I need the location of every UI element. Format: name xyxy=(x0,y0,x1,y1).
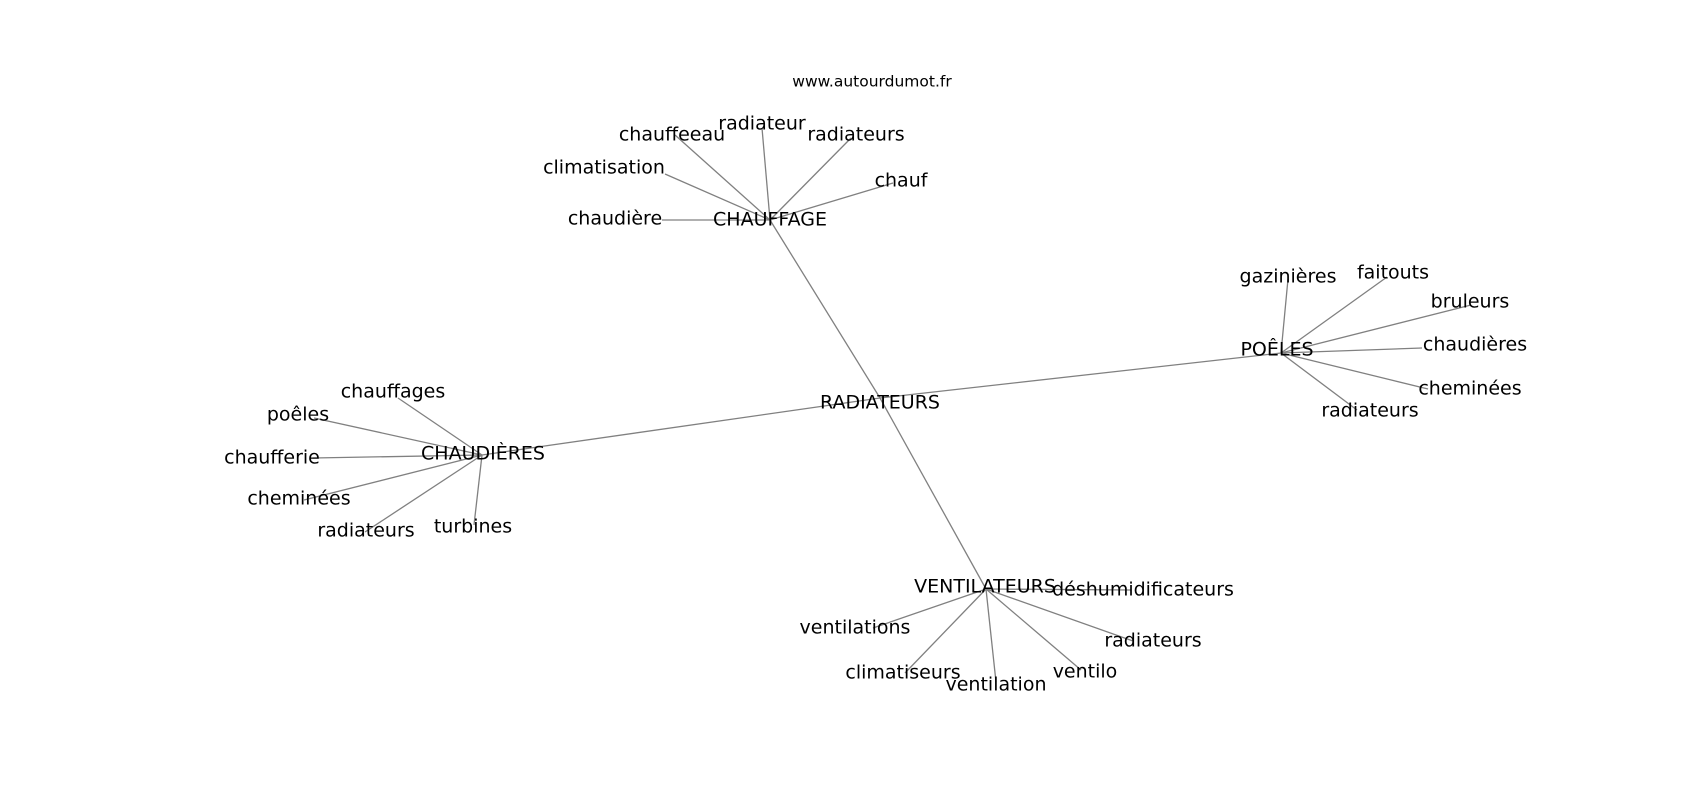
edge-poeles-to-leaf xyxy=(1280,276,1388,354)
edge-ventilateurs-to-leaf xyxy=(872,588,987,629)
edge-chaudieres-to-leaf xyxy=(313,417,483,456)
hub-node-chaudieres: CHAUDIÈRES xyxy=(421,442,545,465)
leaf-node-ventilateurs: ventilation xyxy=(945,674,1046,696)
leaf-node-poeles: faitouts xyxy=(1357,262,1429,284)
edge-chaudieres-to-leaf xyxy=(364,454,483,533)
graph-labels: www.autourdumot.fr RADIATEURS CHAUFFAGE ch… xyxy=(224,73,1527,696)
leaf-node-chauffage: radiateurs xyxy=(807,124,904,146)
leaf-node-chaudieres: turbines xyxy=(434,516,512,538)
leaf-node-ventilateurs: déshumidificateurs xyxy=(1052,579,1234,601)
leaf-node-ventilateurs: ventilations xyxy=(800,617,911,639)
leaf-node-chaudieres: poêles xyxy=(267,404,329,426)
leaf-node-ventilateurs: climatiseurs xyxy=(845,662,960,684)
edge-chauffage-to-leaf xyxy=(769,182,894,221)
leaf-node-chaudieres: chaufferie xyxy=(224,447,320,469)
edge-chaudieres-to-leaf xyxy=(473,454,483,526)
edge-poeles-to-leaf xyxy=(1280,352,1358,411)
edge-ventilateurs-to-leaf xyxy=(904,588,987,674)
leaf-node-chauffage: chauffeeau xyxy=(619,124,725,146)
hub-node-poeles: POÊLES xyxy=(1240,338,1313,361)
edge-center-to-chaudieres xyxy=(481,397,881,456)
leaf-node-chauffage: chaudière xyxy=(568,208,662,230)
edge-chaudieres-to-leaf xyxy=(303,454,483,501)
edge-chauffage-to-leaf xyxy=(664,173,771,221)
leaf-node-poeles: radiateurs xyxy=(1321,400,1418,422)
edge-center-to-ventilateurs xyxy=(879,397,987,590)
hub-node-chauffage: CHAUFFAGE xyxy=(713,209,827,231)
edge-ventilateurs-to-leaf xyxy=(985,588,997,683)
leaf-node-poeles: bruleurs xyxy=(1431,291,1510,313)
edge-poeles-to-leaf xyxy=(1280,352,1429,390)
graph-edges xyxy=(303,127,1472,683)
hub-node-ventilateurs: VENTILATEURS xyxy=(914,576,1056,598)
source-watermark: www.autourdumot.fr xyxy=(792,73,952,91)
edge-poeles-to-leaf xyxy=(1280,278,1289,354)
leaf-node-chaudieres: radiateurs xyxy=(317,520,414,542)
leaf-node-chaudieres: cheminées xyxy=(247,488,350,510)
edge-chauffage-to-leaf xyxy=(674,134,771,221)
edge-chaudieres-to-leaf xyxy=(312,454,483,459)
leaf-node-poeles: gazinières xyxy=(1240,266,1337,288)
edge-ventilateurs-to-leaf xyxy=(985,588,1082,671)
edge-chaudieres-to-leaf xyxy=(397,397,483,456)
edge-poeles-to-leaf xyxy=(1280,347,1423,354)
edge-center-to-chauffage xyxy=(769,219,881,399)
leaf-node-chaudieres: chauffages xyxy=(341,381,446,403)
leaf-node-chauffage: climatisation xyxy=(543,157,665,179)
edge-ventilateurs-to-leaf xyxy=(985,588,1134,642)
center-node-label: RADIATEURS xyxy=(820,392,940,414)
leaf-node-ventilateurs: radiateurs xyxy=(1104,630,1201,652)
leaf-node-ventilateurs: ventilo xyxy=(1053,661,1118,683)
leaf-node-chauffage: chauf xyxy=(875,170,929,192)
edge-chauffage-to-leaf xyxy=(761,127,771,221)
edge-poeles-to-leaf xyxy=(1280,304,1472,354)
edge-center-to-poeles xyxy=(879,352,1282,399)
leaf-node-poeles: cheminées xyxy=(1418,378,1521,400)
edge-chauffage-to-leaf xyxy=(769,137,852,221)
leaf-node-chauffage: radiateur xyxy=(718,113,806,135)
edge-ventilateurs-to-leaf xyxy=(985,588,1132,591)
leaf-node-poeles: chaudières xyxy=(1423,334,1527,356)
